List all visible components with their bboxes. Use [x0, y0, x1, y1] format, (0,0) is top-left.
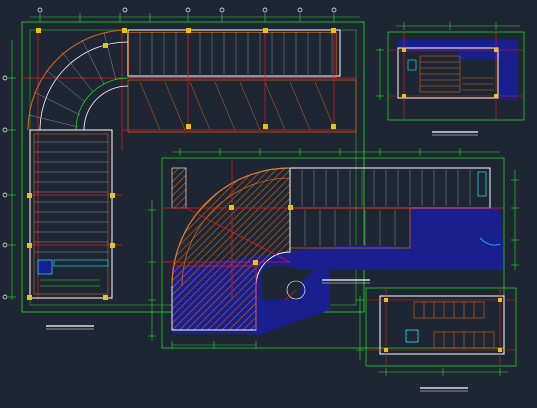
detail-bottom-frame	[365, 287, 517, 367]
curved-plan-frame	[161, 157, 505, 349]
detail-bottom-label-strip	[420, 387, 468, 392]
curved-ramp-plan-view[interactable]	[148, 148, 519, 349]
vertical-ramp-left	[29, 129, 113, 299]
detail-bottom-columns	[384, 298, 502, 352]
detail-bottom-room-marker	[405, 329, 419, 343]
turning-radius-marker	[286, 280, 306, 300]
detail-top-water-right	[458, 52, 518, 100]
hatched-curved-ramp	[171, 167, 291, 331]
radius-pointer	[284, 289, 297, 301]
top-dimension-ticks	[30, 13, 360, 22]
axis-lines-curved	[162, 160, 504, 330]
column-markers-curved	[229, 205, 293, 265]
detail-bottom-axis	[366, 288, 516, 366]
water-edge-curve	[479, 237, 501, 246]
detail-top-building	[397, 47, 499, 99]
detail-top-columns	[402, 48, 498, 98]
detail-top-label-strip	[432, 131, 478, 136]
detail-top-frame	[387, 31, 525, 121]
water-area-corner	[256, 264, 330, 336]
main-plan-label-strip	[46, 325, 94, 330]
detail-top-dim-ticks	[376, 22, 520, 100]
left-dimension-ticks	[8, 40, 16, 300]
axis-bubbles-top	[37, 7, 337, 13]
column-markers-main	[27, 28, 336, 300]
curved-plan-label-strip	[322, 279, 370, 284]
detail-bottom-dim-ticks	[356, 296, 508, 376]
main-plan-view[interactable]	[2, 7, 365, 330]
axis-bubbles-left	[2, 75, 8, 300]
detail-bottom-stair	[413, 301, 495, 349]
curved-plan-top-ticks	[172, 148, 500, 156]
straight-ramp-top	[127, 29, 357, 133]
curved-plan-left-ticks	[148, 200, 156, 340]
curved-plan-right-ticks	[511, 170, 519, 270]
detail-top-stair	[419, 55, 494, 93]
detail-top-water	[398, 40, 518, 52]
detail-bottom-building	[379, 295, 505, 355]
detail-plan-bottom-view[interactable]	[356, 287, 517, 392]
hatched-left-strip	[171, 167, 187, 209]
detail-top-room-marker	[407, 59, 417, 71]
detail-top-axis	[388, 32, 524, 120]
bottom-dimension-ticks	[171, 341, 257, 349]
curved-ramp-corner	[27, 29, 129, 131]
detail-plan-top-view[interactable]	[376, 22, 525, 136]
